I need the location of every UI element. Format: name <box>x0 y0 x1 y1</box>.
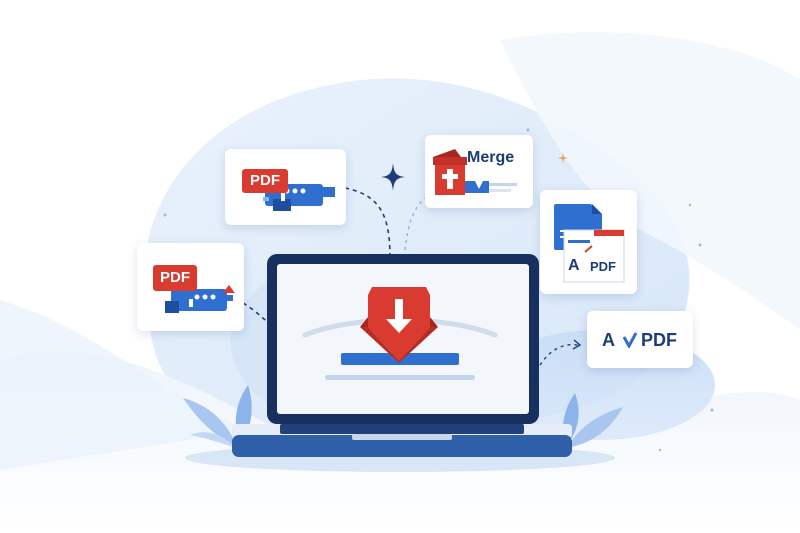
pdf-file-icon <box>165 285 235 313</box>
document-icon <box>554 204 625 283</box>
pdf-badge: PDF <box>242 169 288 193</box>
convert-to-label: PDF <box>590 259 616 274</box>
check-icon <box>623 332 637 348</box>
convert-from-label: A <box>568 257 580 274</box>
text-convert-card: A PDF <box>587 311 693 368</box>
pdf-card-top: PDF <box>225 149 346 225</box>
convert-from-label: A <box>602 330 615 350</box>
small-star-icon <box>558 153 568 163</box>
convert-to-label: PDF <box>641 330 677 350</box>
pdf-card-left: PDF <box>137 243 244 331</box>
sparkle-icon <box>381 163 405 191</box>
merge-icon <box>433 149 517 195</box>
merge-card: Merge <box>425 135 533 208</box>
pdf-badge: PDF <box>153 265 197 291</box>
merge-label: Merge <box>467 149 515 166</box>
doc-convert-card: A PDF <box>540 190 637 294</box>
download-arrow-icon <box>360 287 438 363</box>
